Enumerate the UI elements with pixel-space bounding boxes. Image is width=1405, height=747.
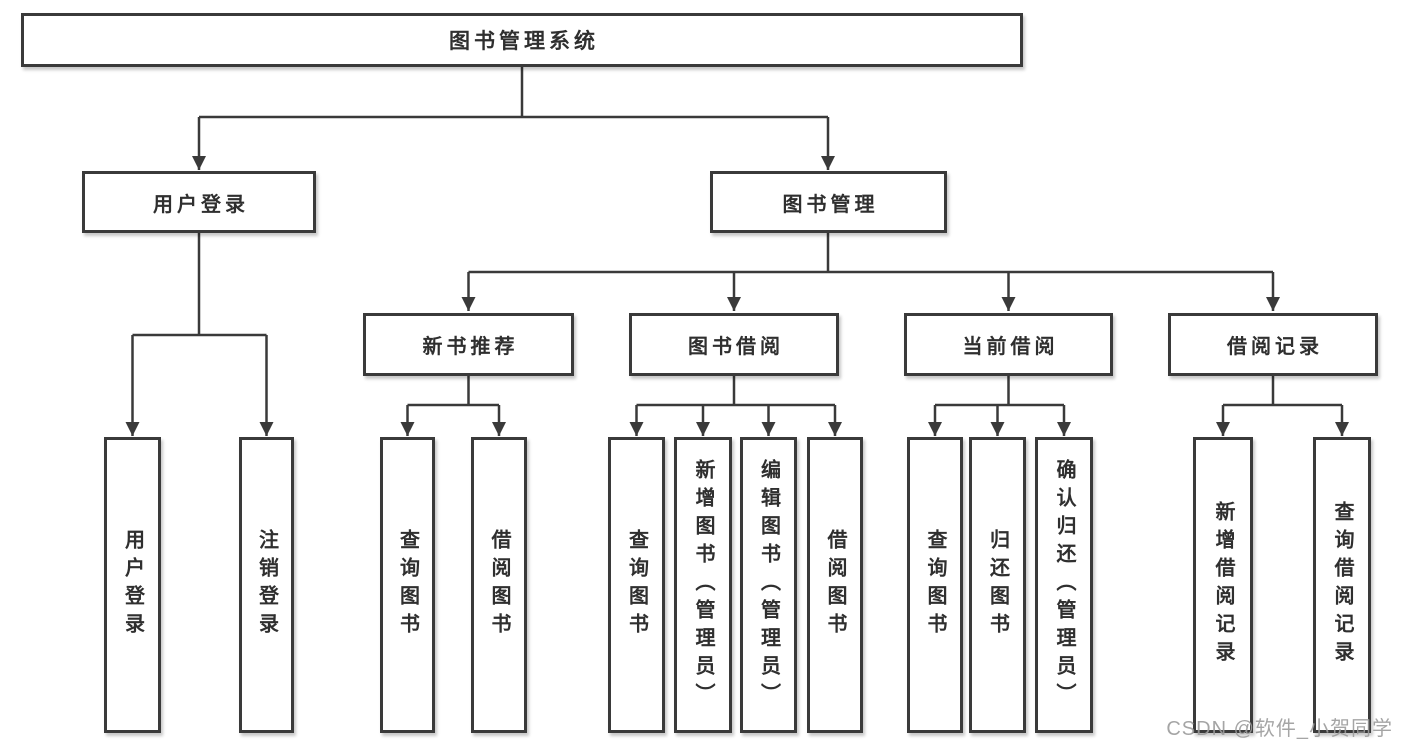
node-book-mgmt-label: 图书管理 <box>782 193 879 216</box>
leaf-br-add-record: 新增借阅记录 <box>1193 437 1253 733</box>
leaf-cb-return-books: 归还图书 <box>969 437 1026 733</box>
node-borrow-records-label: 借阅记录 <box>1227 336 1323 358</box>
node-user-login-group-label: 用户登录 <box>153 193 249 216</box>
connector-root-trunk <box>199 67 828 119</box>
connector-book-mgmt-trunk <box>468 233 1273 274</box>
leaf-rec-borrow-books: 借阅图书 <box>471 437 527 733</box>
leaf-rec-query-books: 查询图书 <box>380 437 435 733</box>
node-user-login-group: 用户登录 <box>82 171 316 233</box>
connector-current-borrow-trunk <box>935 376 1064 407</box>
node-root-system: 图书管理系统 <box>21 13 1023 67</box>
leaf-cb-confirm-return: 确认归还（管理员） <box>1035 437 1093 733</box>
csdn-watermark: CSDN @软件_小贺同学 <box>1166 718 1393 740</box>
node-book-borrow: 图书借阅 <box>629 313 839 376</box>
leaf-bb-add-books: 新增图书（管理员） <box>674 437 732 733</box>
node-borrow-records: 借阅记录 <box>1168 313 1378 376</box>
leaf-cb-query-books: 查询图书 <box>907 437 963 733</box>
node-book-mgmt: 图书管理 <box>710 171 947 233</box>
node-current-borrow-label: 当前借阅 <box>962 336 1059 358</box>
leaf-bb-borrow-books: 借阅图书 <box>807 437 863 733</box>
node-new-book-rec-label: 新书推荐 <box>422 336 519 358</box>
connector-user-login-trunk <box>132 233 267 337</box>
node-root-label: 图书管理系统 <box>449 30 599 53</box>
node-book-borrow-label: 图书借阅 <box>688 336 784 358</box>
node-current-borrow: 当前借阅 <box>904 313 1113 376</box>
connector-borrow-records-trunk <box>1223 376 1342 407</box>
connector-book-borrow-trunk <box>636 376 835 407</box>
node-new-book-rec: 新书推荐 <box>363 313 574 376</box>
leaf-user-login: 用户登录 <box>104 437 161 733</box>
connector-new-book-rec-trunk <box>407 376 499 407</box>
leaf-logout: 注销登录 <box>239 437 294 733</box>
leaf-br-query-record: 查询借阅记录 <box>1313 437 1371 733</box>
leaf-bb-query-books: 查询图书 <box>608 437 665 733</box>
leaf-bb-edit-books: 编辑图书（管理员） <box>740 437 797 733</box>
